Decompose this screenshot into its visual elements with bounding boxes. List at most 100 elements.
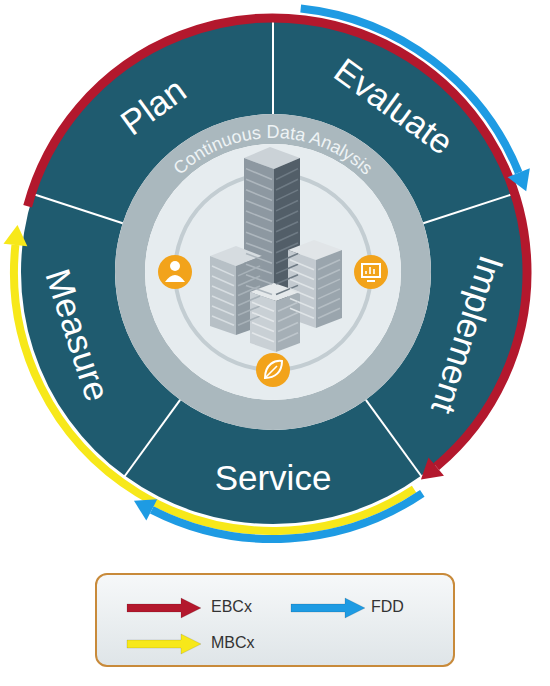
segment-dividers xyxy=(31,18,514,477)
legend-label: FDD xyxy=(371,598,404,616)
window-row xyxy=(238,316,260,325)
window-row xyxy=(212,286,234,296)
building-illustration-part xyxy=(210,246,262,266)
window-row xyxy=(318,299,340,309)
window-row xyxy=(318,260,340,270)
building-illustration-part xyxy=(244,158,274,305)
legend-entry: FDD xyxy=(289,597,431,619)
analysis-band: Continuous Data Analysis xyxy=(115,114,431,430)
fdd-arrow-head xyxy=(508,168,530,191)
building-illustration-part xyxy=(244,147,300,169)
legend-entry: MBCx xyxy=(125,633,271,655)
window-row xyxy=(252,312,274,321)
window-row xyxy=(276,254,298,264)
window-row xyxy=(290,308,314,318)
window-row xyxy=(278,323,298,332)
building-illustration-part xyxy=(316,250,342,328)
window-row xyxy=(246,211,272,221)
window-row xyxy=(246,179,272,190)
window-row xyxy=(238,306,260,315)
window-row xyxy=(290,260,314,270)
window-row xyxy=(276,200,298,210)
window-row xyxy=(252,333,274,342)
window-row xyxy=(290,279,314,289)
window-row xyxy=(290,289,314,299)
window-row xyxy=(246,232,272,242)
window-row xyxy=(212,296,234,305)
monitor-icon xyxy=(354,255,388,289)
building-illustration xyxy=(210,147,342,352)
building-illustration-part xyxy=(236,256,262,335)
building-illustration-part xyxy=(250,283,300,301)
ebcx-arrow-head xyxy=(421,457,444,479)
window-row xyxy=(246,243,272,253)
building-illustration-part xyxy=(274,158,300,305)
building-illustration-part xyxy=(276,292,300,352)
window-row xyxy=(276,232,298,242)
building-illustration-part xyxy=(288,240,342,260)
window-row xyxy=(212,316,234,325)
window-row xyxy=(276,275,298,284)
legend-label: MBCx xyxy=(211,634,255,652)
window-row xyxy=(276,179,298,190)
window-row xyxy=(276,243,298,253)
legend-entry: EBCx xyxy=(125,597,271,619)
building-illustration-part xyxy=(210,256,236,335)
window-row xyxy=(252,323,274,332)
window-row xyxy=(252,302,274,311)
leaf-icon xyxy=(256,353,290,387)
window-row xyxy=(318,269,340,279)
window-row xyxy=(318,308,340,318)
window-row xyxy=(246,285,272,294)
inner-ring-line xyxy=(175,174,371,370)
legend-swatch-frame xyxy=(125,633,203,655)
window-row xyxy=(318,279,340,289)
window-row xyxy=(238,266,260,276)
monitor-icon-part xyxy=(366,267,374,274)
legend-swatch-frame xyxy=(289,597,367,619)
leaf-icon-part xyxy=(265,361,282,378)
window-row xyxy=(278,312,298,321)
window-row xyxy=(246,222,272,232)
window-row xyxy=(276,222,298,232)
fdd-arrow-arc xyxy=(301,8,519,172)
building-illustration-part xyxy=(250,292,276,352)
window-row xyxy=(212,276,234,286)
window-row xyxy=(246,264,272,273)
divider-line xyxy=(366,400,422,478)
window-row xyxy=(212,306,234,315)
window-row xyxy=(212,266,234,276)
legend-swatch-frame xyxy=(125,597,203,619)
window-row xyxy=(276,211,298,221)
monitor-icon-part xyxy=(354,255,388,289)
building-illustration-part xyxy=(288,250,316,328)
window-row xyxy=(290,269,314,279)
window-row xyxy=(238,286,260,296)
ebcx-arrow-arc xyxy=(28,18,527,467)
legend-arrow-swatch xyxy=(291,598,365,618)
window-row xyxy=(278,302,298,311)
band-text-line: Continuous Data Analysis xyxy=(169,122,376,178)
leaf-icon-part xyxy=(256,353,290,387)
legend-label: EBCx xyxy=(211,598,252,616)
window-row xyxy=(276,169,298,180)
band-ring xyxy=(115,114,431,430)
divider-line xyxy=(31,194,122,224)
window-row xyxy=(238,276,260,286)
person-icon-part xyxy=(170,261,180,271)
mbcx-arrow-head xyxy=(3,225,27,246)
window-row xyxy=(238,296,260,305)
mbcx-arrow-arc xyxy=(14,245,414,531)
monitor-icon-part xyxy=(367,280,375,282)
window-row xyxy=(276,264,298,273)
window-row xyxy=(246,200,272,210)
divider-line xyxy=(423,194,514,224)
legend-arrow-swatch xyxy=(127,598,201,618)
fdd-arrow-arc xyxy=(152,493,423,539)
window-row xyxy=(290,299,314,309)
window-row xyxy=(246,190,272,201)
window-row xyxy=(318,289,340,299)
segment-label: Service xyxy=(215,460,332,495)
legend-box: EBCx FDD MBCx xyxy=(95,573,455,667)
